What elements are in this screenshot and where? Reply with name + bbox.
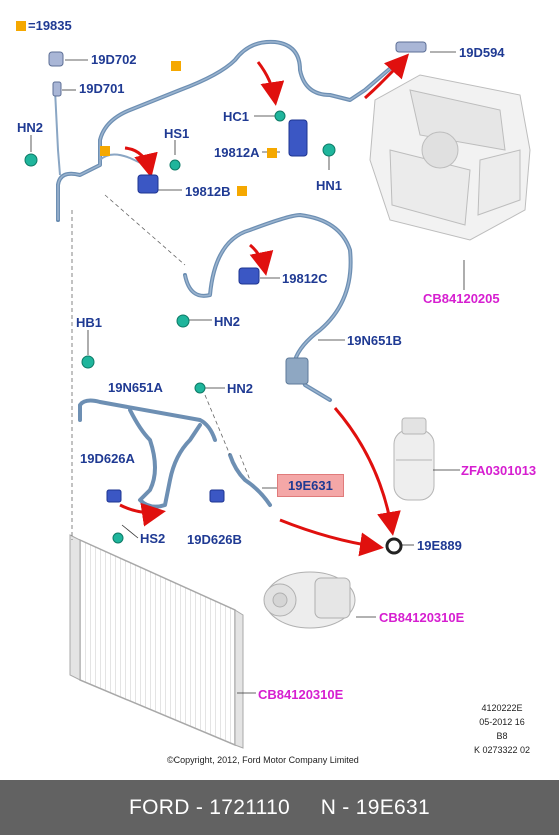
label-hs2: HS2 <box>140 531 166 546</box>
label-19d626b: 19D626B <box>187 532 242 547</box>
label-19d701: 19D701 <box>79 81 125 96</box>
label-hn2-mid: HN2 <box>214 314 241 329</box>
label-19e631: 19E631 <box>277 474 344 497</box>
label-19812c: 19812C <box>282 271 328 286</box>
receiver-drier <box>393 417 435 501</box>
ref-line-2: 05-2012 16 <box>479 717 525 727</box>
marker-hs1 <box>100 146 110 156</box>
label-hc1: HC1 <box>223 109 250 124</box>
label-19d702: 19D702 <box>91 52 137 67</box>
muffler-19n651b <box>285 357 309 385</box>
label-19812b: 19812B <box>185 184 231 199</box>
label-hn2-top: HN2 <box>17 120 44 135</box>
label-19n651a: 19N651A <box>108 380 163 395</box>
pipe-highlights <box>57 41 401 401</box>
legend-marker <box>16 21 26 31</box>
label-19d626a: 19D626A <box>80 451 135 466</box>
capillary-lines <box>54 89 146 176</box>
marker-19812b <box>237 186 247 196</box>
copyright-text: ©Copyright, 2012, Ford Motor Company Lim… <box>167 755 359 765</box>
fittings <box>24 41 427 555</box>
label-hb1: HB1 <box>76 315 103 330</box>
label-cb84120310e-compressor: CB84120310E <box>379 610 465 625</box>
dash-leaders <box>71 194 251 540</box>
ref-line-4: K 0273322 02 <box>473 745 531 755</box>
label-hn2-low: HN2 <box>227 381 254 396</box>
hvac-housing <box>369 74 531 241</box>
condenser <box>69 534 244 749</box>
label-cb84120310e-condenser: CB84120310E <box>258 687 344 702</box>
marker-19812a <box>267 148 277 158</box>
label-zfa0301013: ZFA0301013 <box>461 463 537 478</box>
marker-19d702 <box>171 61 181 71</box>
label-19e889: 19E889 <box>417 538 462 553</box>
footer-bar: FORD - 1721110 N - 19E631 <box>0 780 559 835</box>
footer-part-number: FORD - 1721110 N - 19E631 <box>129 795 430 819</box>
label-19812a: 19812A <box>214 145 260 160</box>
label-19n651b: 19N651B <box>347 333 402 348</box>
compressor <box>263 571 356 629</box>
red-arrows <box>119 53 410 557</box>
label-hs1: HS1 <box>164 126 190 141</box>
ref-line-1: 4120222E <box>481 703 523 713</box>
legend-label: =19835 <box>28 18 72 33</box>
ref-line-3: B8 <box>496 731 508 741</box>
label-hn1: HN1 <box>316 178 343 193</box>
ac-system-diagram <box>24 39 531 749</box>
label-19d594: 19D594 <box>459 45 505 60</box>
label-cb84120205: CB84120205 <box>423 291 500 306</box>
leader-lines <box>30 51 465 694</box>
